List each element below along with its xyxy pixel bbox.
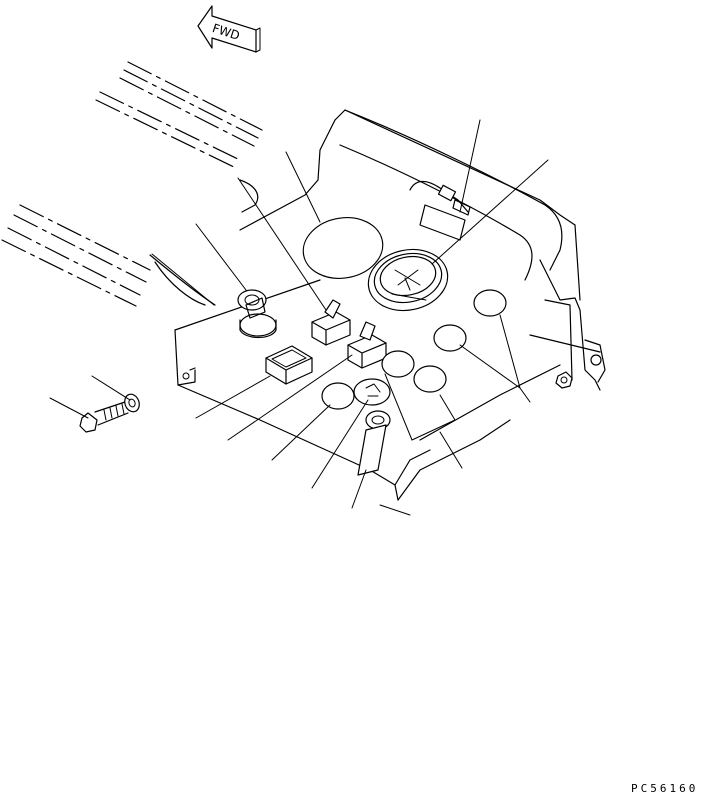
key-switch (237, 289, 277, 339)
warning-lamps (321, 289, 507, 410)
square-switch (265, 345, 313, 385)
bolt-and-washer (79, 393, 140, 433)
selector-knob (353, 378, 391, 476)
temp-sensor (409, 180, 471, 241)
hour-meter-gauge (367, 248, 449, 312)
toggle-switch-right (347, 321, 387, 369)
toggle-switch-left (311, 299, 351, 346)
leader-lines (49, 119, 549, 516)
fwd-arrow: FWD (197, 5, 261, 53)
blank-gauge (302, 217, 384, 279)
rear-outline-lines (1, 61, 263, 307)
drawing-code: PC56160 (631, 782, 698, 795)
